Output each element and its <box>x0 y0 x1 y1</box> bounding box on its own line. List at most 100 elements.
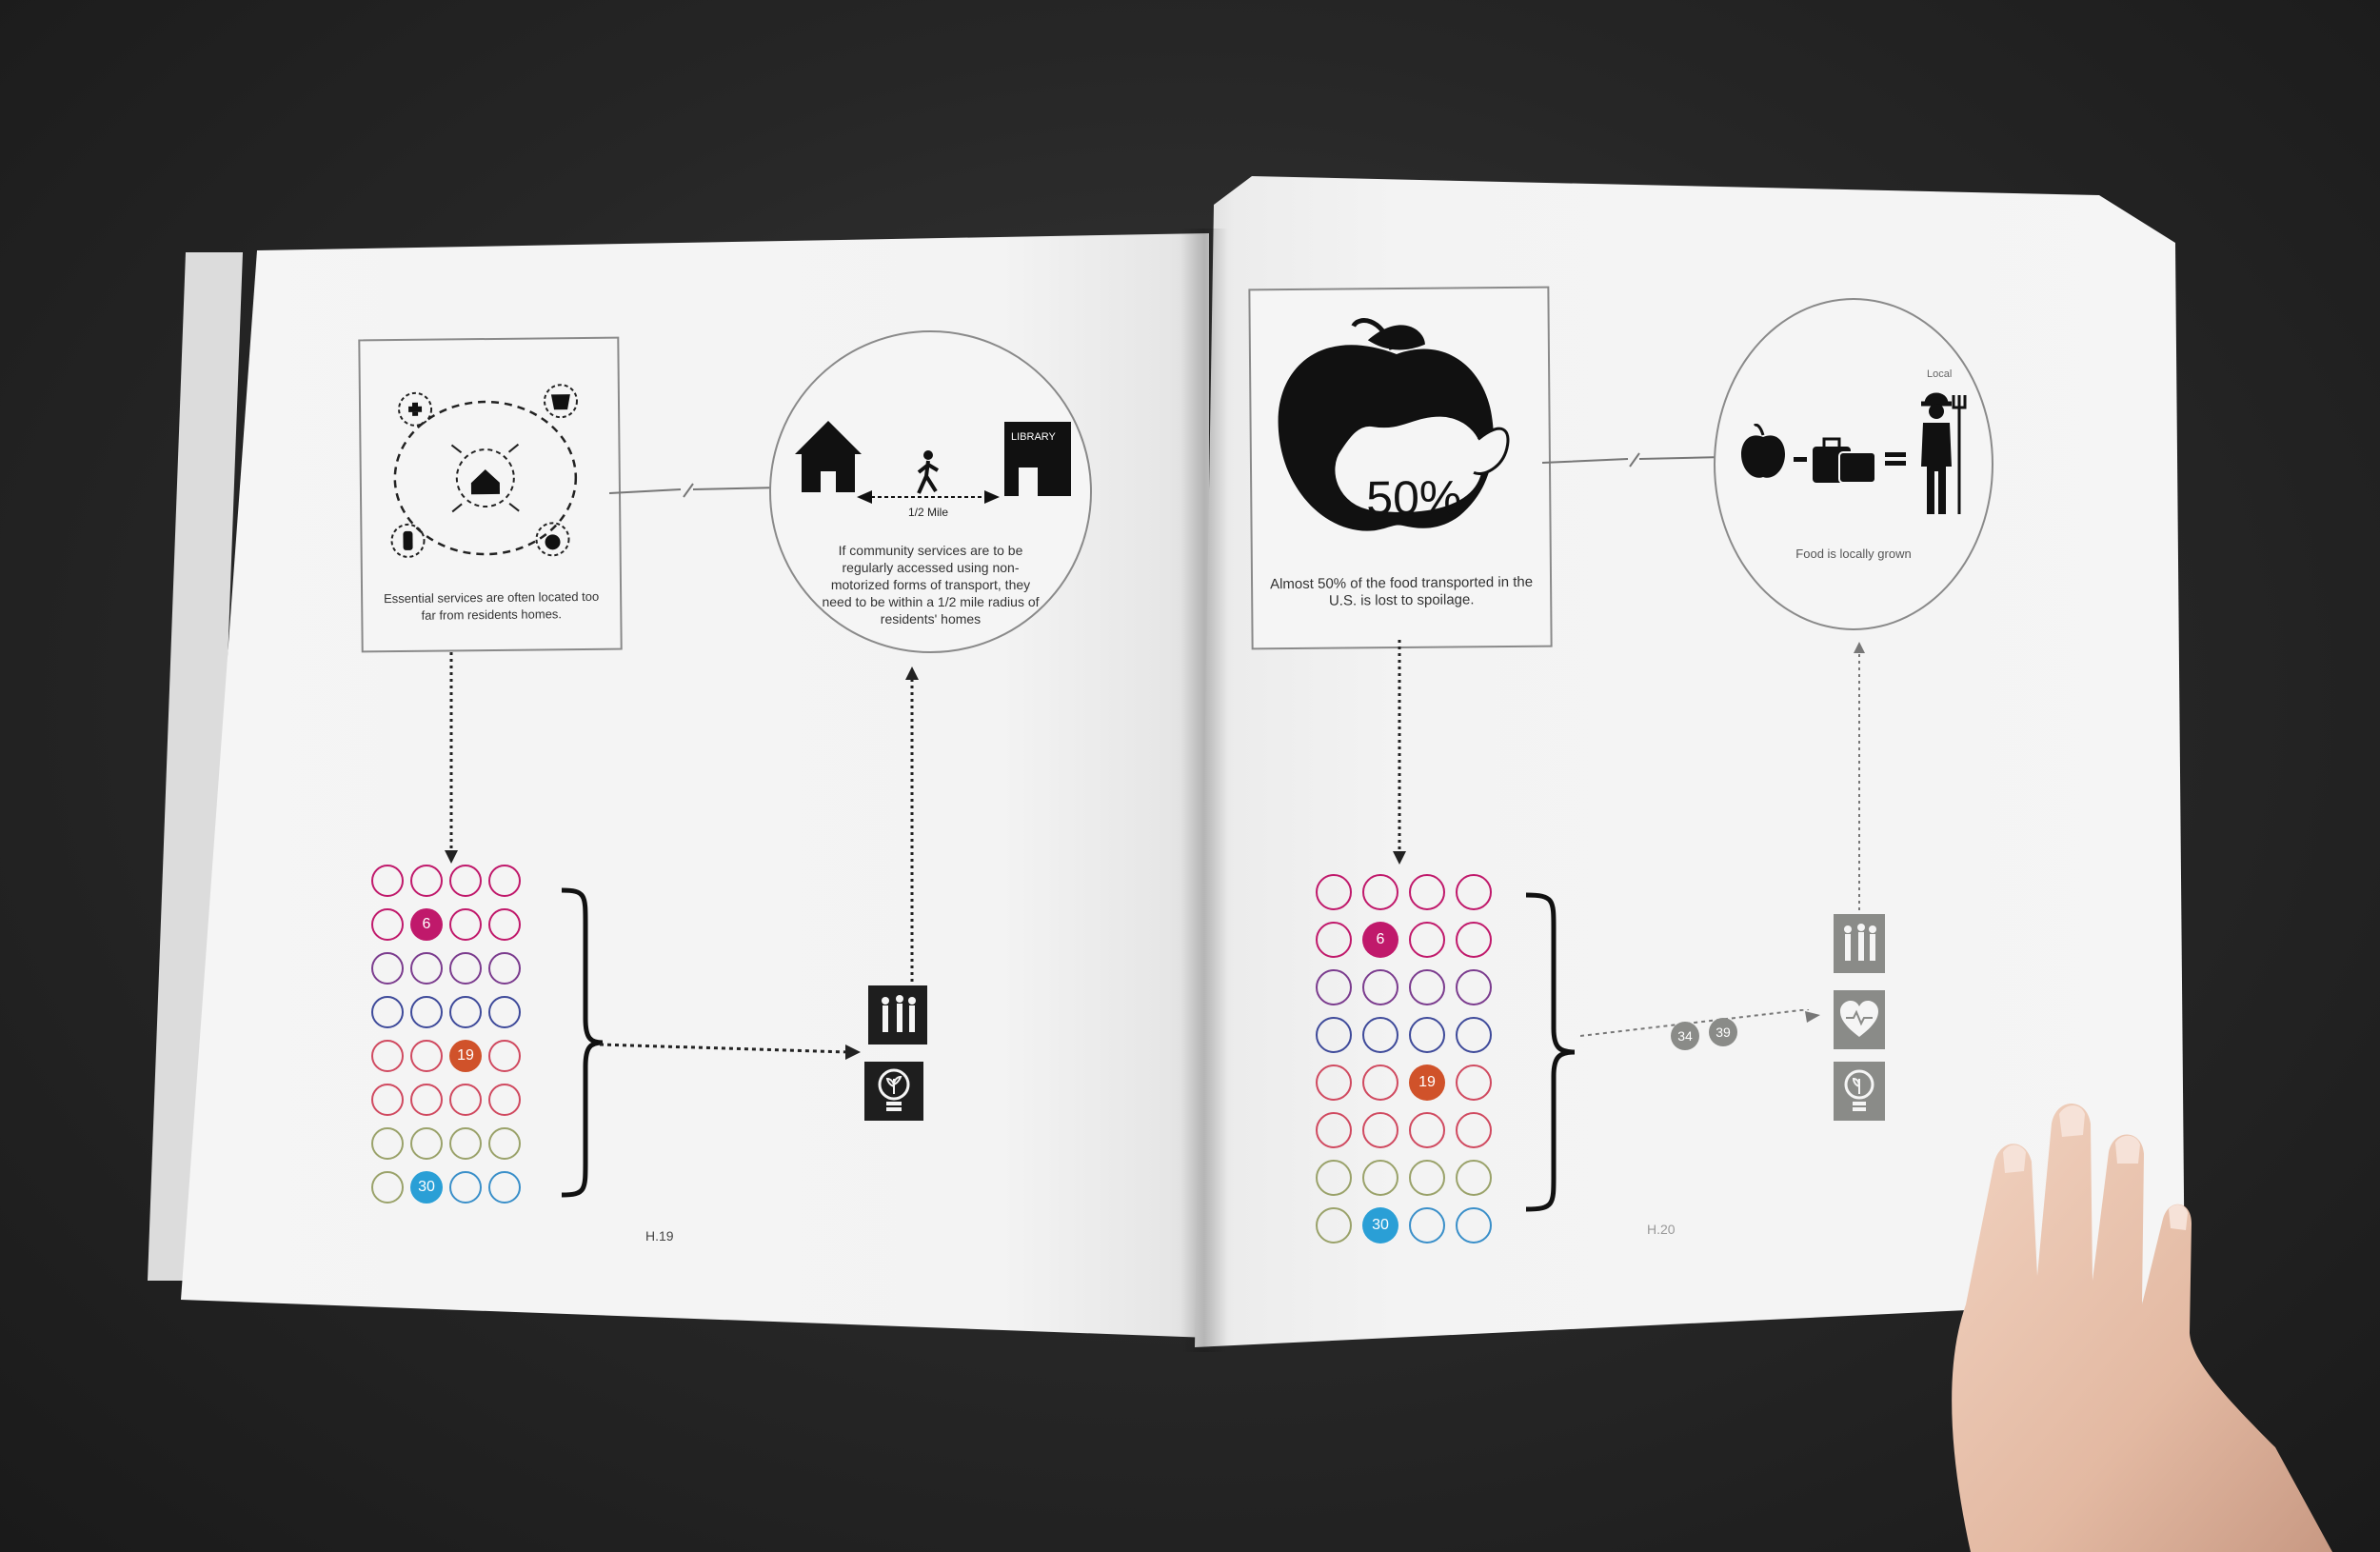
minus-sign-icon <box>1794 457 1807 462</box>
local-label: Local <box>1927 368 1953 380</box>
highlight-circle-30: 30 <box>410 1171 443 1204</box>
spoilage-caption: Almost 50% of the food transported in th… <box>1269 573 1534 609</box>
grid-circle <box>410 1084 443 1116</box>
dotted-arrow-right-right <box>1580 1009 1820 1037</box>
book-spine-shadow <box>1180 229 1228 1352</box>
grid-circle <box>1456 1160 1492 1196</box>
grid-circle <box>449 1171 482 1204</box>
small-apple-icon <box>1741 424 1785 478</box>
grid-circle <box>1409 1207 1445 1244</box>
grid-circle <box>1316 1207 1352 1244</box>
services-diagram-box: Essential services are often located too… <box>358 336 623 653</box>
grid-circle <box>1456 969 1492 1005</box>
grid-circle <box>410 1040 443 1072</box>
grid-circle <box>449 1084 482 1116</box>
services-caption: Essential services are often located too… <box>383 588 600 623</box>
dotted-arrow-down-left <box>445 652 458 864</box>
grid-circle <box>1456 1207 1492 1244</box>
highlight-circle-30: 30 <box>1362 1207 1398 1244</box>
local-food-caption: Food is locally grown <box>1795 547 1912 561</box>
walking-caption: If community services are to be regularl… <box>822 543 1040 627</box>
grid-circle <box>488 996 521 1028</box>
dotted-arrow-up-right <box>1854 642 1865 911</box>
highlight-circle-6: 6 <box>1362 922 1398 958</box>
eco-bulb-icon-tile <box>864 1062 923 1121</box>
people-icon-tile <box>868 985 927 1045</box>
people-icon <box>882 995 916 1032</box>
grid-circle <box>488 908 521 941</box>
eco-bulb-icon-tile-grey <box>1834 1062 1885 1121</box>
grid-circle <box>1456 1065 1492 1101</box>
heart-icon-tile-grey <box>1834 990 1885 1049</box>
dotted-arrow-right-left <box>600 1043 861 1060</box>
distance-label: 1/2 Mile <box>907 506 949 519</box>
bubble-34: 34 <box>1671 1022 1699 1050</box>
grid-circle <box>410 952 443 985</box>
grid-circle <box>371 1127 404 1160</box>
grid-circle <box>488 1040 521 1072</box>
grid-circle <box>371 908 404 941</box>
highlight-circle-6: 6 <box>410 908 443 941</box>
spoilage-percent: 50% <box>1366 470 1462 526</box>
grid-circle <box>488 865 521 897</box>
grid-circle <box>1362 1160 1398 1196</box>
grid-circle <box>1316 1112 1352 1148</box>
grid-circle <box>1316 1017 1352 1053</box>
equals-sign-icon <box>1885 452 1906 466</box>
grid-circle <box>1362 1017 1398 1053</box>
circle-grid-left: 6 19 30 <box>371 865 543 1217</box>
food-spoilage-box: 50% Almost 50% of the food transported i… <box>1248 286 1553 650</box>
distance-arrow <box>857 490 1000 504</box>
grid-circle <box>449 996 482 1028</box>
grid-circle <box>1409 1017 1445 1053</box>
grid-circle <box>1409 1160 1445 1196</box>
curly-brace-left <box>561 887 604 1198</box>
grid-circle <box>371 996 404 1028</box>
circle-grid-right: 6 19 30 <box>1316 874 1506 1255</box>
farmer-icon <box>1921 392 1967 514</box>
grid-circle <box>1316 874 1352 910</box>
house-icon <box>795 421 862 492</box>
grid-circle <box>410 865 443 897</box>
grid-circle <box>410 996 443 1028</box>
grid-circle <box>371 1040 404 1072</box>
grid-circle <box>1409 969 1445 1005</box>
grid-circle <box>1456 922 1492 958</box>
grid-circle <box>1316 1065 1352 1101</box>
grid-circle <box>449 952 482 985</box>
grid-circle <box>1316 969 1352 1005</box>
library-icon <box>1004 422 1071 496</box>
walker-icon <box>917 450 940 494</box>
highlight-circle-19: 19 <box>449 1040 482 1072</box>
eco-bulb-icon-grey <box>1844 1069 1874 1111</box>
highlight-circle-19: 19 <box>1409 1065 1445 1101</box>
dotted-arrow-down-right <box>1393 640 1406 865</box>
grid-circle <box>488 952 521 985</box>
grid-circle <box>1362 874 1398 910</box>
grid-circle <box>1362 1112 1398 1148</box>
grid-circle <box>1316 922 1352 958</box>
grid-circle <box>449 865 482 897</box>
grid-circle <box>1409 874 1445 910</box>
grid-circle <box>1456 874 1492 910</box>
grid-circle <box>1409 1112 1445 1148</box>
grid-circle <box>449 908 482 941</box>
bubble-39: 39 <box>1709 1018 1737 1046</box>
library-label: LIBRARY <box>1011 431 1056 443</box>
curly-brace-right <box>1525 892 1576 1212</box>
hand <box>1952 1104 2332 1552</box>
grid-circle <box>371 952 404 985</box>
grid-circle <box>371 1171 404 1204</box>
connector-line-right <box>1542 452 1723 468</box>
grid-circle <box>1316 1160 1352 1196</box>
grid-circle <box>410 1127 443 1160</box>
walking-distance-circle: LIBRARY 1/2 Mile If community services a… <box>769 330 1092 653</box>
services-map-icon <box>390 384 578 558</box>
page-number-left: H.19 <box>645 1228 674 1244</box>
people-icon-tile-grey <box>1834 914 1885 973</box>
people-icon-grey <box>1844 924 1876 961</box>
grid-circle <box>371 1084 404 1116</box>
heart-icon <box>1840 1001 1878 1037</box>
eco-bulb-icon <box>878 1068 910 1111</box>
grid-circle <box>488 1171 521 1204</box>
